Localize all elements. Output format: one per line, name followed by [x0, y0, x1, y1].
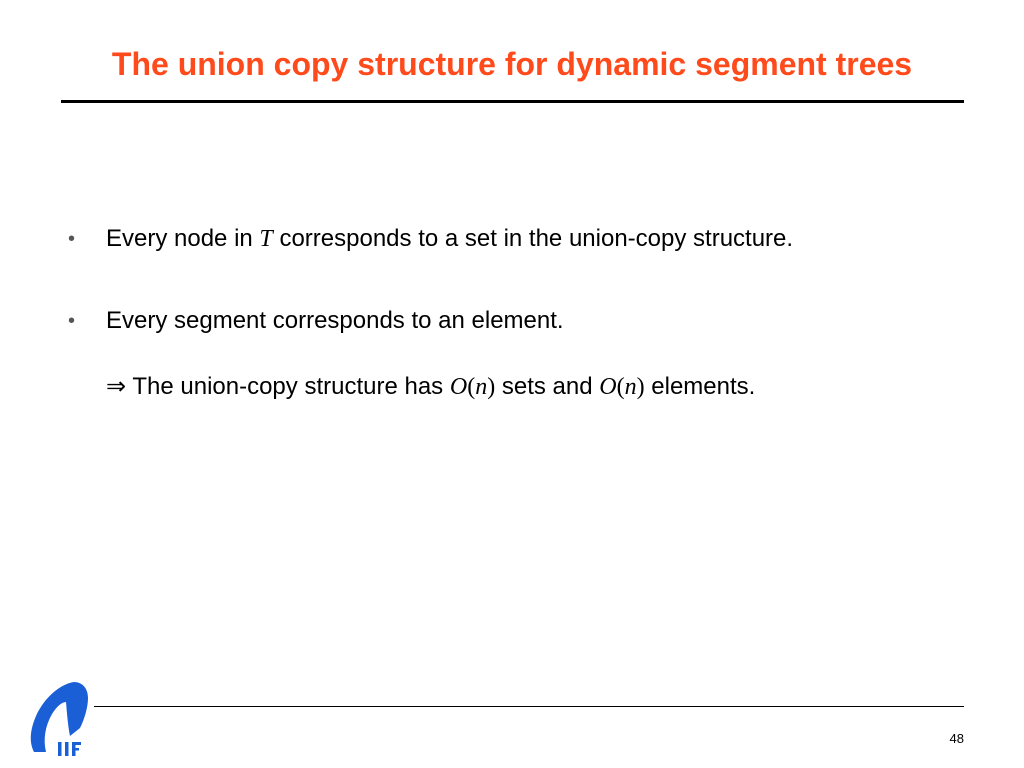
paren-open: ( — [467, 374, 476, 400]
title-underline — [61, 100, 964, 103]
iif-logo — [30, 682, 89, 756]
big-o-symbol: O — [449, 374, 468, 400]
logo-letter-i2 — [65, 742, 69, 756]
bullet-icon: • — [68, 310, 76, 332]
conclusion-text-mid: sets and — [495, 373, 600, 400]
paren-open: ( — [616, 374, 625, 400]
logo-letter-f-mid — [72, 748, 79, 751]
conclusion-text-post: elements. — [644, 373, 756, 400]
bullet-icon: • — [68, 228, 76, 250]
bullet-text-post: corresponds to a set in the union-copy s… — [272, 225, 794, 252]
bullet-text: Every segment corresponds to an element. — [106, 307, 564, 334]
conclusion-line: ⇒ The union-copy structure has O(n) sets… — [106, 372, 755, 402]
paren-close: ) — [487, 374, 496, 400]
logo-letter-i1 — [58, 742, 62, 756]
logo-letter-f-top — [72, 742, 81, 745]
conclusion-text-pre: The union-copy structure has — [126, 373, 450, 400]
implies-arrow-icon: ⇒ — [106, 374, 127, 400]
footer-divider — [94, 706, 964, 707]
big-o-symbol: O — [599, 374, 617, 400]
math-variable-n: n — [475, 374, 488, 400]
bullet-text: Every node in T corresponds to a set in … — [106, 224, 793, 254]
math-variable-t: T — [259, 226, 273, 252]
logo-swoosh-shape — [30, 682, 89, 752]
paren-close: ) — [636, 374, 645, 400]
page-number: 48 — [949, 731, 964, 746]
math-variable-n: n — [624, 374, 637, 400]
bullet-text-pre: Every node in — [106, 225, 260, 252]
slide-title: The union copy structure for dynamic seg… — [111, 46, 913, 82]
